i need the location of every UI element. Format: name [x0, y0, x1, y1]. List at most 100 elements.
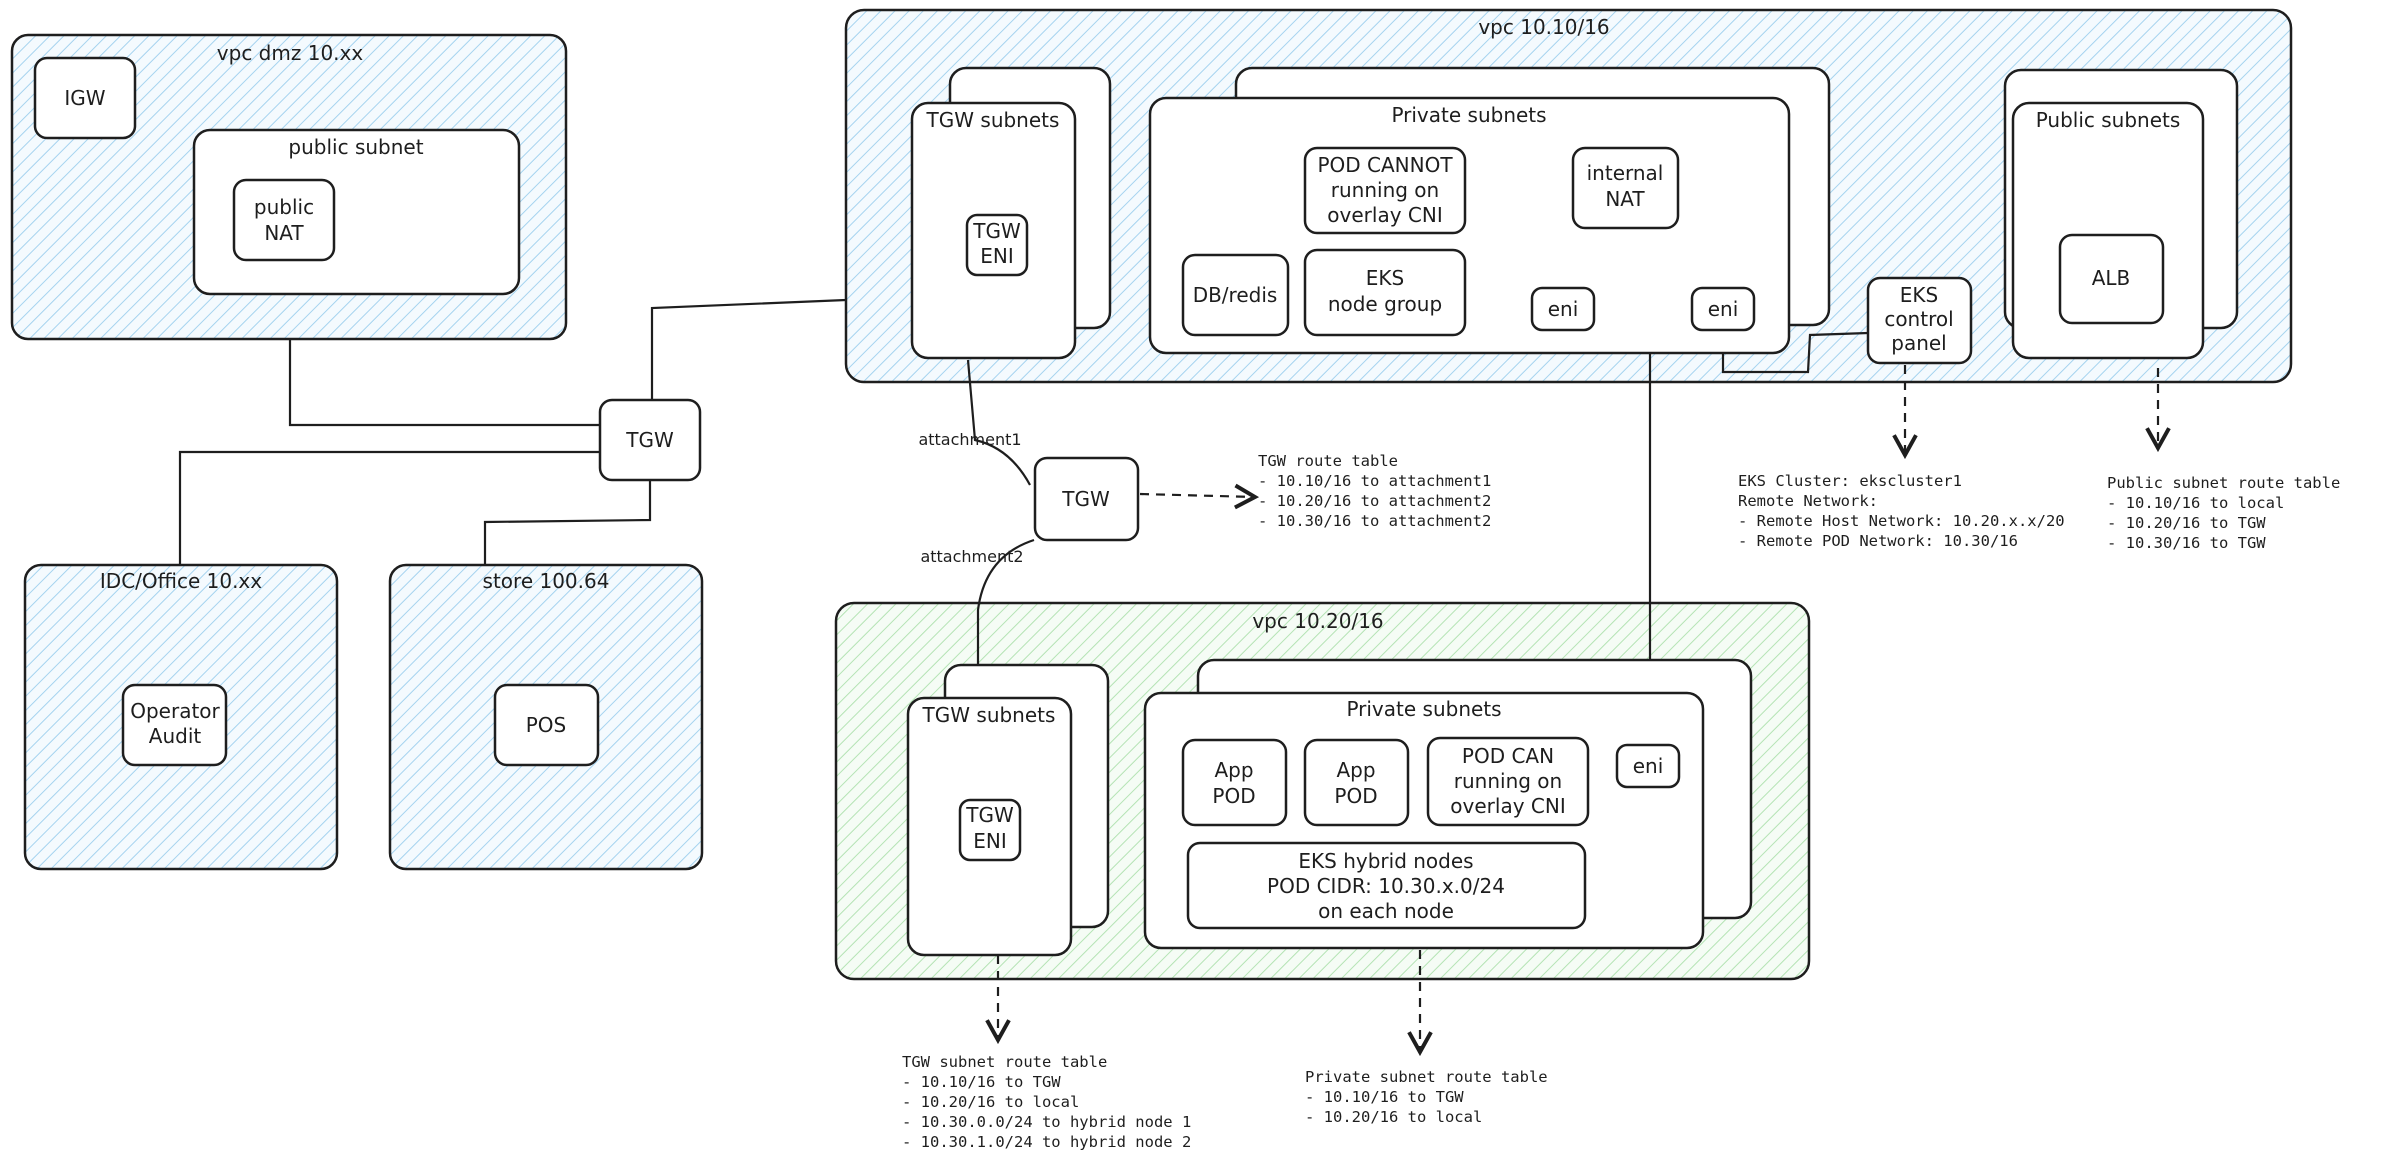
tgw-route-table-line-2: - 10.10/16 to attachment1: [1258, 472, 1491, 490]
hybrid-nodes-box: [1186, 841, 1587, 930]
operator-audit-label-1: Operator: [130, 699, 220, 723]
tgw-left-box: [598, 398, 702, 482]
igw-box: [33, 56, 137, 140]
private-rt-line-2: - 10.10/16 to TGW: [1305, 1088, 1464, 1106]
tgw-eni-1010-label-1: TGW: [972, 219, 1021, 243]
pod-can-label-3: overlay CNI: [1450, 794, 1565, 818]
eni-1020-label: eni: [1633, 754, 1664, 778]
tgw-eni-1010: [965, 213, 1029, 277]
public-nat-box: [232, 178, 336, 262]
pod-can-box: [1426, 736, 1590, 827]
idc-office-title: IDC/Office 10.xx: [100, 569, 262, 593]
operator-audit-box: [121, 683, 228, 767]
public-nat-label-1: public: [254, 195, 314, 219]
private-rt-line-1: Private subnet route table: [1305, 1068, 1548, 1086]
vpc-1020-title: vpc 10.20/16: [1252, 609, 1383, 633]
eni-b-label: eni: [1708, 297, 1739, 321]
tgw-to-vpc1010-line: [650, 298, 847, 400]
attachment2-line: [976, 538, 1035, 698]
public-nat-label-2: NAT: [264, 221, 304, 245]
pos-label: POS: [526, 713, 567, 737]
db-redis-box: [1181, 253, 1290, 337]
eks-node-group-box: [1303, 248, 1467, 337]
eks-cluster-line-3: - Remote Host Network: 10.20.x.x/20: [1738, 512, 2065, 530]
pod-cannot-label-2: running on: [1331, 178, 1439, 202]
eks-control-panel-label-2: control: [1884, 307, 1953, 331]
public-rt-line-3: - 10.20/16 to TGW: [2107, 514, 2266, 532]
eks-control-panel-label-3: panel: [1891, 331, 1947, 355]
alb-label: ALB: [2092, 266, 2131, 290]
attachment1-label: attachment1: [918, 430, 1021, 449]
tgw-to-idc-line: [178, 450, 600, 565]
app-pod-2-label-2: POD: [1334, 784, 1377, 808]
eni-a-box: [1530, 286, 1596, 332]
app-pod-1-label-1: App: [1214, 758, 1253, 782]
tgw-subnets-1010-label: TGW subnets: [926, 108, 1060, 132]
alb-box: [2058, 233, 2165, 325]
pod-cannot-label-1: POD CANNOT: [1317, 153, 1453, 177]
pos-box: [493, 683, 600, 767]
private-subnets-1010-label: Private subnets: [1391, 103, 1546, 127]
pod-cannot-label-3: overlay CNI: [1327, 203, 1442, 227]
eni-1020-box: [1615, 743, 1681, 789]
internal-nat-label-2: NAT: [1605, 187, 1645, 211]
eni-b-box: [1690, 286, 1756, 332]
public-subnets-label: Public subnets: [2036, 108, 2181, 132]
attachment2-label: attachment2: [920, 547, 1023, 566]
pod-cannot-box: [1303, 146, 1467, 235]
vpc-dmz-title: vpc dmz 10.xx: [217, 41, 364, 65]
public-rt-line-4: - 10.30/16 to TGW: [2107, 534, 2266, 552]
hybrid-nodes-label-2: POD CIDR: 10.30.x.0/24: [1267, 874, 1505, 898]
tgw-eni-1020-label-1: TGW: [965, 803, 1014, 827]
app-pod-2-box: [1303, 738, 1410, 827]
app-pod-1-box: [1181, 738, 1288, 827]
tgw-subnet-rt-line-4: - 10.30.0.0/24 to hybrid node 1: [902, 1113, 1191, 1131]
operator-audit-label-2: Audit: [149, 724, 202, 748]
tgw-center-box: [1033, 456, 1140, 542]
eks-control-panel-label-1: EKS: [1900, 283, 1938, 307]
dmz-to-tgw-line: [288, 339, 600, 427]
tgw-center-label: TGW: [1061, 487, 1110, 511]
tgw-eni-1020: [958, 798, 1022, 862]
app-pod-2-label-1: App: [1336, 758, 1375, 782]
eks-cluster-line-2: Remote Network:: [1738, 492, 1878, 510]
pod-can-label-1: POD CAN: [1462, 744, 1554, 768]
igw-label: IGW: [64, 86, 105, 110]
eni-a-label: eni: [1548, 297, 1579, 321]
eks-cluster-line-1: EKS Cluster: ekscluster1: [1738, 472, 1962, 490]
vpc-1010-title: vpc 10.10/16: [1478, 15, 1609, 39]
public-rt-line-1: Public subnet route table: [2107, 474, 2340, 492]
eks-node-group-label-1: EKS: [1366, 266, 1404, 290]
tgw-left-label: TGW: [625, 428, 674, 452]
pod-can-label-2: running on: [1454, 769, 1562, 793]
tgw-subnet-rt-line-1: TGW subnet route table: [902, 1053, 1107, 1071]
eks-cluster-line-4: - Remote POD Network: 10.30/16: [1738, 532, 2018, 550]
store-title: store 100.64: [483, 569, 610, 593]
tgw-eni-1010-label-2: ENI: [980, 244, 1014, 268]
public-rt-line-2: - 10.10/16 to local: [2107, 494, 2284, 512]
private-rt-line-3: - 10.20/16 to local: [1305, 1108, 1482, 1126]
tgw-eni-1020-label-2: ENI: [973, 829, 1007, 853]
attachment1-line: [966, 359, 1031, 486]
tgw-subnet-rt-line-3: - 10.20/16 to local: [902, 1093, 1079, 1111]
internal-nat-label-1: internal: [1587, 161, 1664, 185]
tgw-subnet-rt-line-5: - 10.30.1.0/24 to hybrid node 2: [902, 1133, 1191, 1151]
hybrid-nodes-label-1: EKS hybrid nodes: [1298, 849, 1473, 873]
tgw-route-table-line-4: - 10.30/16 to attachment2: [1258, 512, 1491, 530]
eni-to-control-panel-line: [1721, 330, 1869, 374]
internal-nat-box: [1571, 146, 1680, 230]
dmz-public-subnet-label: public subnet: [288, 135, 423, 159]
hybrid-nodes-label-3: on each node: [1318, 899, 1454, 923]
eks-node-group-label-2: node group: [1328, 292, 1442, 316]
eks-control-panel-box: [1866, 276, 1973, 365]
tgw-to-store-line: [483, 480, 652, 565]
tgw-route-arrow: [1139, 483, 1260, 510]
tgw-subnet-rt-line-2: - 10.10/16 to TGW: [902, 1073, 1061, 1091]
private-subnets-1020-label: Private subnets: [1346, 697, 1501, 721]
tgw-route-table-line-1: TGW route table: [1258, 452, 1398, 470]
tgw-route-table-line-3: - 10.20/16 to attachment2: [1258, 492, 1491, 510]
db-redis-label: DB/redis: [1193, 283, 1278, 307]
app-pod-1-label-2: POD: [1212, 784, 1255, 808]
tgw-subnets-1020-label: TGW subnets: [922, 703, 1056, 727]
